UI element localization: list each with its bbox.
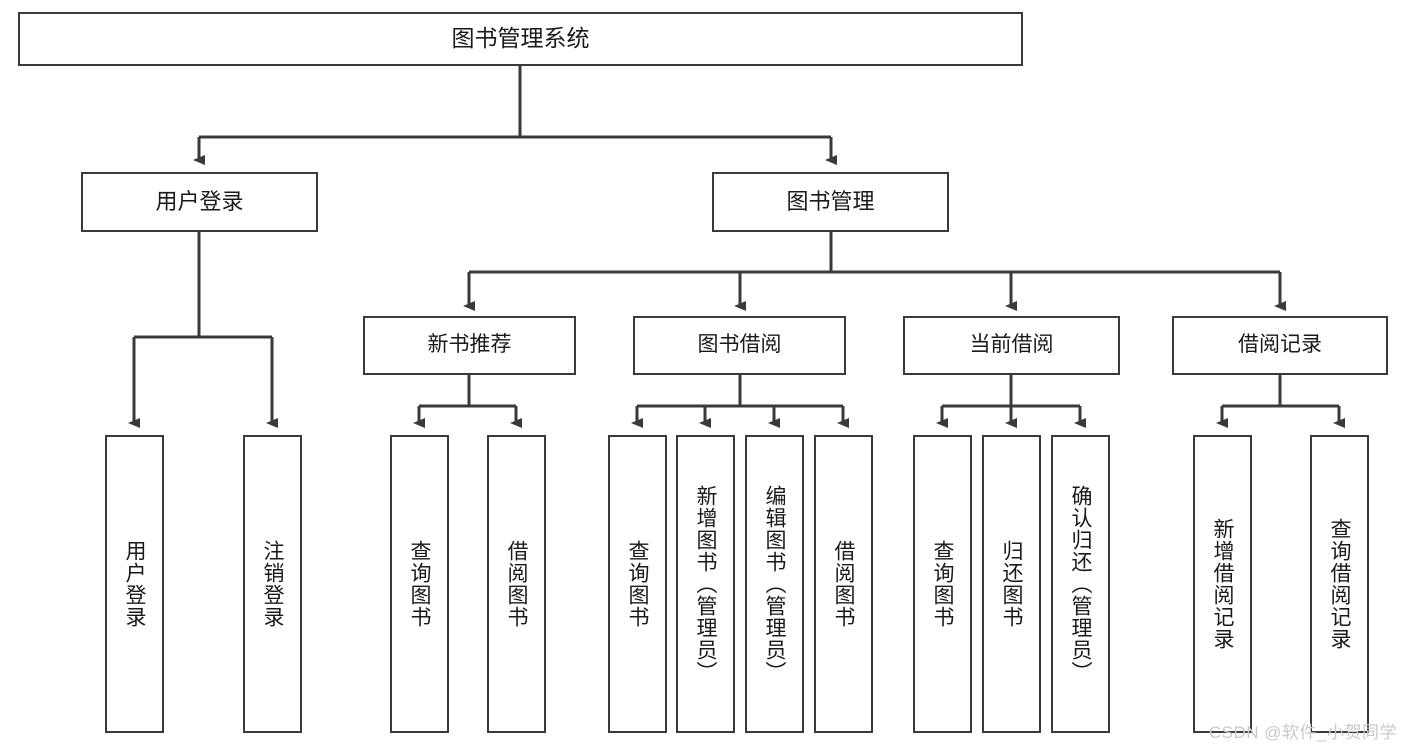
node-leaf-query-record[interactable]: 查询借阅记录 (1310, 435, 1369, 733)
node-borrow-record[interactable]: 借阅记录 (1172, 316, 1388, 375)
node-leaf-return-book-label: 归还图书 (1000, 540, 1023, 628)
csdn-watermark: CSDN @软件_小贺同学 (1208, 723, 1397, 742)
node-new-book-recommend[interactable]: 新书推荐 (363, 316, 576, 375)
node-leaf-query-book-2[interactable]: 查询图书 (608, 435, 667, 733)
node-leaf-add-book[interactable]: 新增图书（管理员） (676, 435, 735, 733)
node-leaf-borrow-book-2[interactable]: 借阅图书 (814, 435, 873, 733)
node-user-login[interactable]: 用户登录 (81, 172, 318, 232)
node-root-label: 图书管理系统 (451, 25, 590, 52)
node-leaf-borrow-book-1[interactable]: 借阅图书 (487, 435, 546, 733)
node-leaf-query-book-3-label: 查询图书 (931, 540, 954, 628)
node-book-borrow-label: 图书借阅 (697, 333, 782, 357)
node-leaf-add-record[interactable]: 新增借阅记录 (1193, 435, 1252, 733)
node-leaf-query-book-2-label: 查询图书 (626, 540, 649, 628)
node-leaf-query-record-label: 查询借阅记录 (1328, 518, 1351, 650)
node-book-manage-label: 图书管理 (786, 189, 875, 215)
node-leaf-edit-book[interactable]: 编辑图书（管理员） (745, 435, 804, 733)
node-leaf-logout-label: 注销登录 (261, 540, 284, 628)
node-book-manage[interactable]: 图书管理 (712, 172, 949, 232)
node-leaf-query-book-1[interactable]: 查询图书 (390, 435, 449, 733)
node-leaf-return-book[interactable]: 归还图书 (982, 435, 1041, 733)
node-leaf-borrow-book-2-label: 借阅图书 (832, 540, 855, 628)
node-leaf-confirm-return[interactable]: 确认归还（管理员） (1051, 435, 1110, 733)
node-leaf-query-book-1-label: 查询图书 (408, 540, 431, 628)
node-user-login-label: 用户登录 (155, 189, 244, 215)
node-leaf-logout[interactable]: 注销登录 (243, 435, 302, 733)
node-leaf-user-login[interactable]: 用户登录 (105, 435, 164, 733)
node-new-book-recommend-label: 新书推荐 (427, 333, 512, 357)
node-leaf-query-book-3[interactable]: 查询图书 (913, 435, 972, 733)
node-root[interactable]: 图书管理系统 (18, 12, 1023, 66)
node-leaf-confirm-return-label: 确认归还（管理员） (1069, 485, 1092, 683)
node-leaf-add-record-label: 新增借阅记录 (1211, 518, 1234, 650)
node-leaf-user-login-label: 用户登录 (123, 540, 146, 628)
node-borrow-record-label: 借阅记录 (1238, 333, 1322, 357)
node-book-borrow[interactable]: 图书借阅 (633, 316, 846, 375)
node-leaf-edit-book-label: 编辑图书（管理员） (763, 485, 786, 683)
node-current-borrow-label: 当前借阅 (969, 333, 1054, 357)
node-leaf-borrow-book-1-label: 借阅图书 (505, 540, 528, 628)
node-current-borrow[interactable]: 当前借阅 (903, 316, 1120, 375)
node-leaf-add-book-label: 新增图书（管理员） (694, 485, 717, 683)
